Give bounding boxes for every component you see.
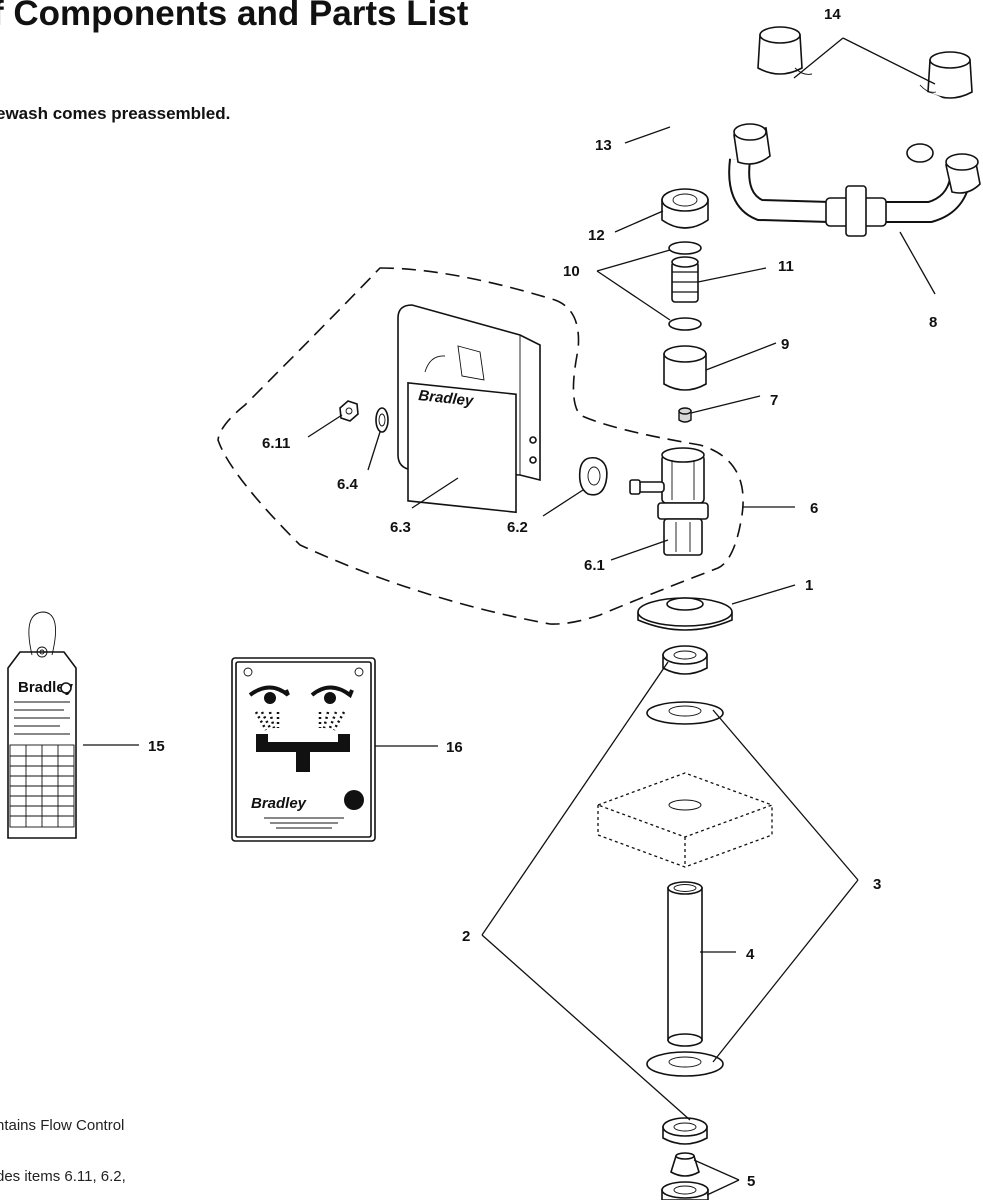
part-11-cartridge	[671, 256, 699, 303]
callout-2: 2	[462, 928, 470, 945]
part-6-3-wall-bracket: Bradley	[397, 304, 541, 514]
part-12-nut	[661, 188, 709, 229]
part-15-inspection-tag: Bradley	[7, 611, 77, 839]
callout-8: 8	[929, 314, 937, 331]
callout-labels: 14 13 12 10 11 8 9 7 6.11 6.4 6.3 6.2 6.…	[148, 6, 937, 1190]
callout-6-11: 6.11	[262, 435, 290, 452]
callout-10: 10	[563, 263, 580, 280]
callout-5: 5	[747, 1173, 755, 1190]
callout-1: 1	[805, 577, 813, 594]
callout-6-4: 6.4	[337, 476, 359, 493]
part-16-eyewash-sign: Bradley	[231, 657, 376, 842]
part-3-washer-lower	[646, 1051, 724, 1077]
part-2-nut-lower	[662, 1117, 708, 1145]
footnote-includes-items: des items 6.11, 6.2,	[0, 1168, 126, 1185]
callout-11: 11	[778, 258, 794, 275]
callout-6: 6	[810, 500, 818, 517]
footnote-flow-control: ntains Flow Control	[0, 1117, 125, 1134]
callout-3: 3	[873, 876, 881, 893]
part-2-nut-upper	[662, 645, 708, 675]
callout-leaders	[83, 37, 936, 1196]
preassembled-note: ewash comes preassembled.	[0, 104, 231, 123]
part-5-ferrule-and-nut	[661, 1152, 709, 1200]
part-6-1-valve	[629, 447, 709, 556]
part-13-8-spray-head-pipe	[658, 77, 981, 237]
part-14-caps	[757, 26, 973, 99]
countertop-block	[596, 772, 774, 868]
callout-16: 16	[446, 739, 463, 756]
part-9-coupling	[663, 345, 707, 391]
sign-logo: Bradley	[251, 795, 307, 812]
bracket-logo: Bradley	[418, 387, 475, 410]
tag-logo: Bradley	[18, 679, 74, 696]
part-6-11-small-nut	[339, 400, 359, 422]
callout-6-2: 6.2	[507, 519, 528, 536]
assembly-6-dashed-outline	[217, 267, 744, 625]
part-10-o-ring-bottom	[668, 317, 702, 331]
callout-4: 4	[746, 946, 755, 963]
callout-9: 9	[781, 336, 789, 353]
callout-7: 7	[770, 392, 778, 409]
part-7-flow-control	[678, 407, 692, 423]
page-title: f Components and Parts List	[0, 0, 469, 33]
callout-15: 15	[148, 738, 165, 755]
part-1-flange	[637, 597, 733, 631]
callout-14: 14	[824, 6, 841, 23]
part-4-supply-pipe	[667, 881, 703, 1047]
callout-6-1: 6.1	[584, 557, 605, 574]
part-6-2-clip	[578, 456, 608, 496]
part-6-4-lock-washer	[375, 407, 389, 433]
part-3-washer-upper	[646, 701, 724, 725]
callout-6-3: 6.3	[390, 519, 411, 536]
part-10-o-ring-top	[668, 241, 702, 255]
callout-12: 12	[588, 227, 605, 244]
callout-13: 13	[595, 137, 612, 154]
